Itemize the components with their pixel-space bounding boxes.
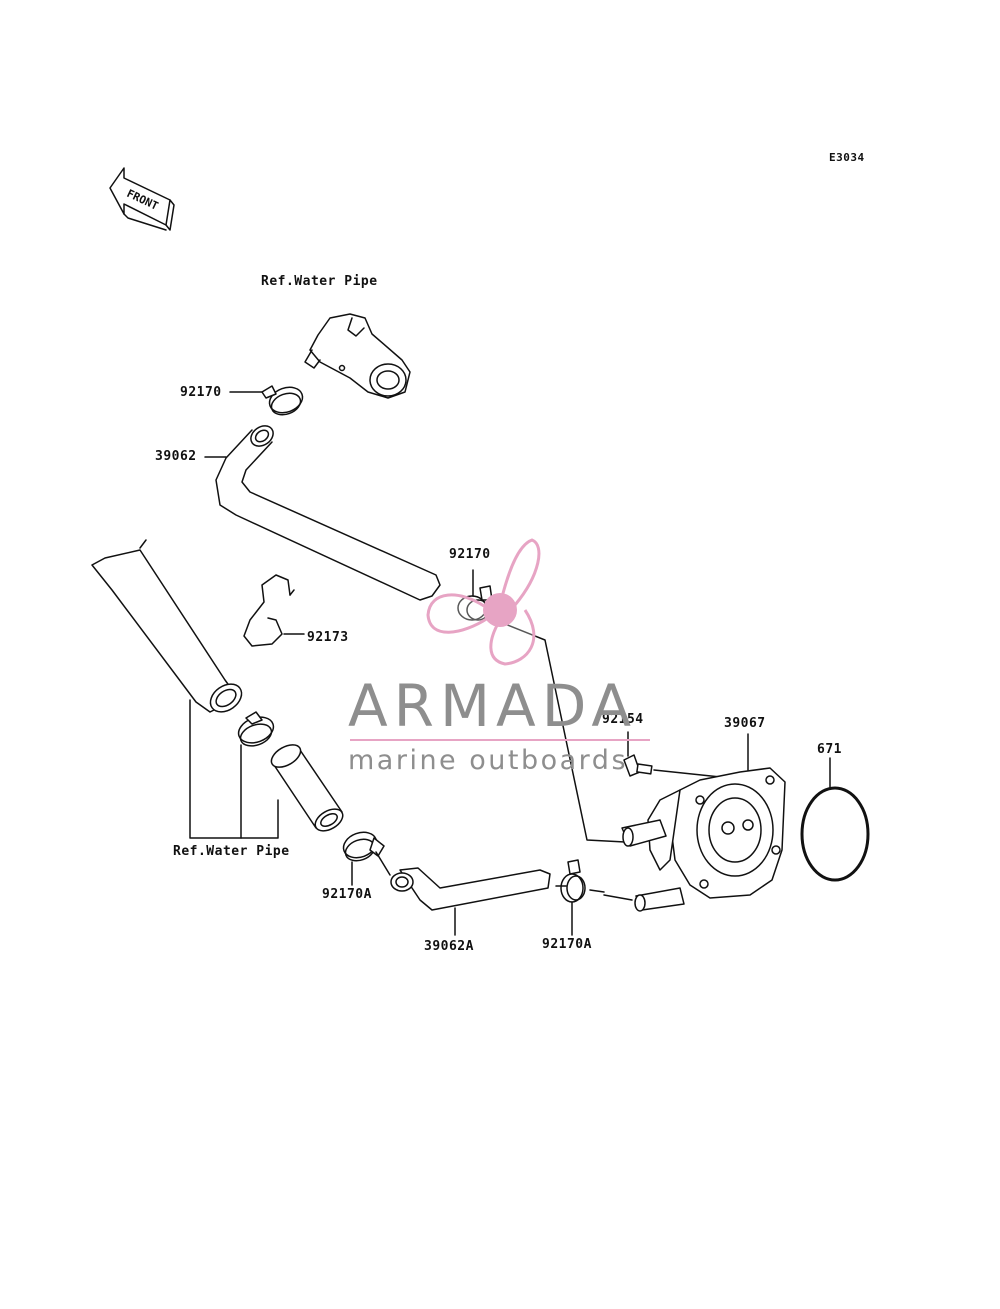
watermark-subtitle: marine outboards bbox=[348, 745, 629, 776]
o-ring-671 bbox=[800, 757, 870, 882]
label-clamp-center: 92170 bbox=[449, 547, 491, 562]
label-clamp-upper-left: 92170 bbox=[180, 385, 222, 400]
front-arrow-icon: FRONT bbox=[109, 167, 175, 231]
bolt-92154 bbox=[623, 731, 731, 779]
short-pipe bbox=[270, 744, 344, 832]
label-o-ring: 671 bbox=[817, 742, 842, 757]
clamp-lower-left bbox=[342, 831, 391, 886]
clamp-upper-left bbox=[229, 385, 304, 416]
label-bolt: 92154 bbox=[602, 712, 644, 727]
thermostat-housing bbox=[304, 313, 411, 399]
label-hose-lower: 39062A bbox=[424, 939, 474, 954]
oil-cooler bbox=[603, 733, 786, 912]
label-clamp-lower-right: 92170A bbox=[542, 937, 592, 952]
clamp-lower-right bbox=[555, 859, 605, 936]
watermark-rule bbox=[350, 739, 650, 741]
water-pipe-left bbox=[91, 539, 243, 713]
label-ref-water-pipe-bottom: Ref.Water Pipe bbox=[173, 844, 290, 859]
hose-lower bbox=[390, 867, 551, 936]
armada-propeller-logo bbox=[426, 538, 541, 666]
hose-upper bbox=[204, 425, 441, 601]
watermark-title: ARMADA bbox=[348, 672, 638, 740]
ref-water-pipe-leader bbox=[189, 699, 279, 839]
label-hose-upper: 39062 bbox=[155, 449, 197, 464]
clamp-pipe-joint bbox=[237, 711, 275, 747]
label-cooler: 39067 bbox=[724, 716, 766, 731]
label-ref-water-pipe-top: Ref.Water Pipe bbox=[261, 274, 378, 289]
label-clip: 92173 bbox=[307, 630, 349, 645]
diagram-code: E3034 bbox=[829, 151, 865, 164]
clip-92173 bbox=[243, 574, 305, 647]
label-clamp-lower-left: 92170A bbox=[322, 887, 372, 902]
